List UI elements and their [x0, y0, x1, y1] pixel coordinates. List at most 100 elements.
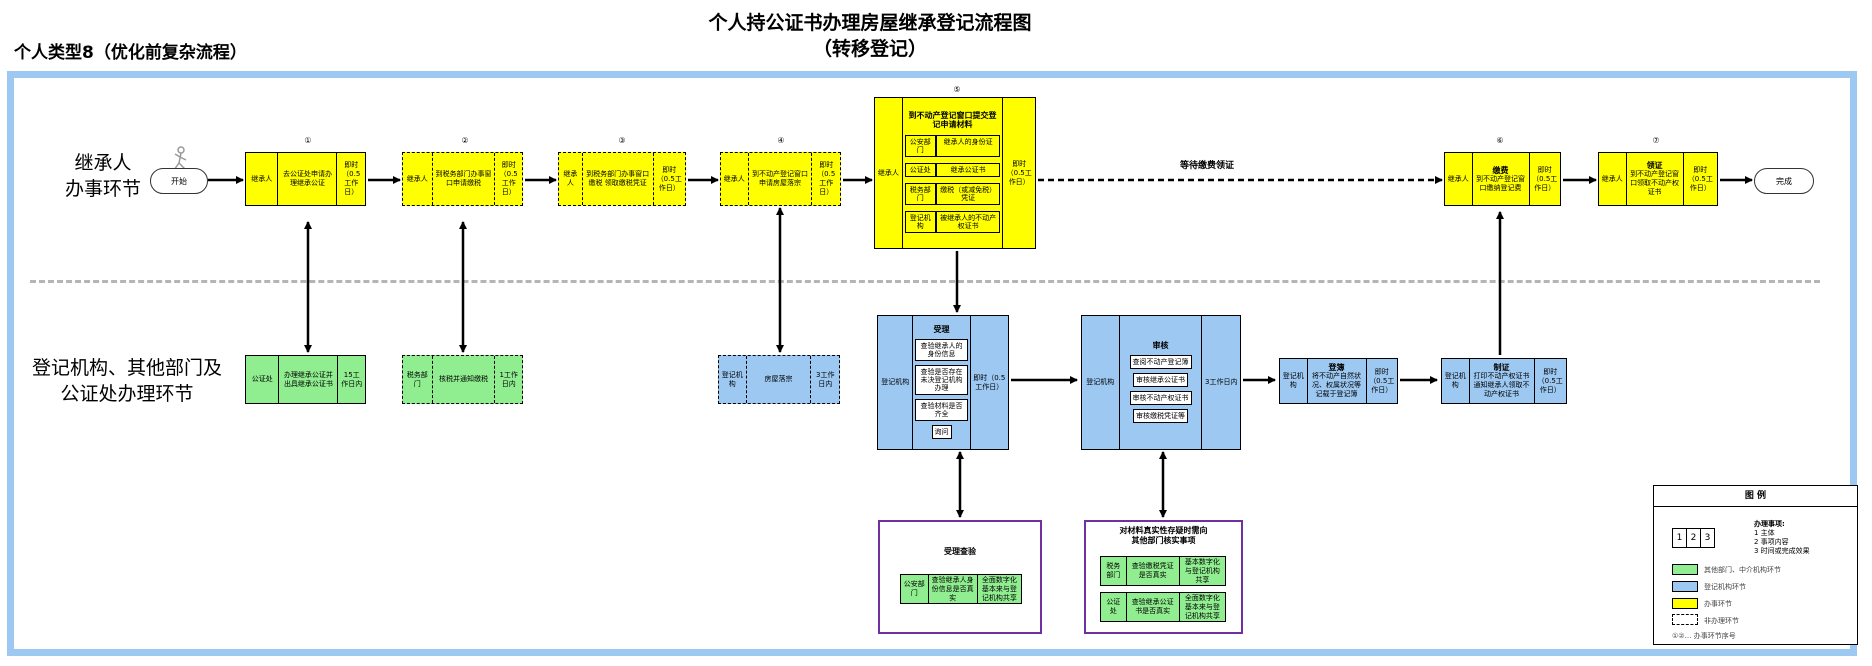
certificate-issue-time: 即时（0.5工作日）: [1537, 367, 1563, 394]
certificate-issue-box: 登记机构 制证 打印不动产权证书通知继承人领取不动产权证书 即时（0.5工作日）: [1441, 358, 1567, 404]
registry-listing-time: 3工作日内: [816, 370, 835, 388]
notary-office-box: 公证处 办理继承公证并出具继承公证书 15工作日内: [245, 355, 366, 404]
lane-label-applicant: 继承人 办事环节: [28, 150, 178, 202]
step-4-task: 到不动产登记窗口申请房屋落宗: [749, 153, 813, 205]
registry-listing-task: 房屋落宗: [747, 356, 812, 403]
legend-sample-1: 1: [1673, 529, 1687, 547]
acceptance-title: 受理: [933, 324, 950, 334]
registration-body: 登簿 将不动产自然状况、权属状况等记载于登记簿: [1308, 359, 1367, 403]
step-number-3: ③: [618, 136, 626, 145]
step-5-time: 即时（0.5工作日）: [1006, 159, 1032, 186]
step-number-7: ⑦: [1652, 136, 1660, 145]
registry-listing-actor: 登记机构: [719, 356, 747, 403]
step-5-materials: 到不动产登记窗口提交登记申请材料 公安部门继承人的身份证 公证处继承公证书 税务…: [903, 98, 1004, 248]
legend-numbered-label: ①②… 办事环节序号: [1672, 632, 1736, 640]
registration-box: 登记机构 登簿 将不动产自然状况、权属状况等记载于登记簿 即时（0.5工作日）: [1279, 358, 1398, 404]
legend-green-swatch: [1672, 564, 1698, 575]
verification-row: 公安部门 查验继承人身份信息是否真实 全面数字化基本来与登记机构共享: [900, 574, 1022, 604]
person-icon: [173, 146, 187, 171]
step-7-actor: 继承人: [1599, 153, 1627, 205]
legend-notes: 办理事项: 1 主体 2 事项内容 3 时间或完成效果: [1754, 520, 1810, 556]
acceptance-time: 即时（0.5工作日）: [973, 373, 1006, 391]
acceptance-item-3: 查验材料是否齐全: [915, 398, 968, 421]
notary-actor: 公证处: [246, 356, 280, 403]
authenticity-check-title-line1: 对材料真实性存疑时需向: [1119, 526, 1208, 535]
lane-divider: [30, 280, 1820, 283]
step-5-row-2: 公证处继承公证书: [904, 162, 1001, 177]
step-4-property-listing: 继承人 到不动产登记窗口申请房屋落宗 即时（0.5工作日）: [720, 152, 841, 206]
certificate-issue-actor: 登记机构: [1442, 359, 1470, 403]
step-6-title: 缴费: [1492, 165, 1509, 175]
legend-yellow-swatch: [1672, 598, 1698, 609]
legend-blue-swatch: [1672, 581, 1698, 592]
title-line-1: 个人持公证书办理房屋继承登记流程图: [708, 12, 1032, 34]
verification-task: 查验继承人身份信息是否真实: [929, 575, 978, 603]
end-terminal: 完成: [1754, 168, 1814, 194]
step-1-time: 即时（0.5工作日）: [342, 161, 361, 196]
step-3-actor: 继承人: [559, 153, 583, 205]
legend-title: 图 例: [1654, 486, 1857, 507]
step-3-time: 即时（0.5工作日）: [656, 165, 682, 192]
step-5-row-1: 公安部门继承人的身份证: [904, 134, 1001, 157]
authenticity-check-panel: 对材料真实性存疑时需向 其他部门核实事项 税务部门 查验缴税凭证是否真实 基本数…: [1084, 520, 1243, 634]
step-5-submit-materials: 继承人 到不动产登记窗口提交登记申请材料 公安部门继承人的身份证 公证处继承公证…: [874, 97, 1036, 249]
step-2-task: 到税务部门办事窗口申请缴税: [433, 153, 496, 205]
registration-actor: 登记机构: [1280, 359, 1308, 403]
step-7-time: 即时（0.5工作日）: [1687, 165, 1713, 192]
review-box: 登记机构 审核 查阅不动产登记簿 审核继承公证书 审核不动产权证书 审核缴税凭证…: [1081, 315, 1241, 450]
step-number-6: ⑥: [1496, 136, 1504, 145]
title-line-2: （转移登记）: [812, 38, 927, 60]
page-title: 个人持公证书办理房屋继承登记流程图 （转移登记）: [600, 10, 1140, 62]
acceptance-item-2: 查验是否存在未决登记机构办理: [915, 364, 968, 395]
authenticity-check-title-line2: 其他部门核实事项: [1131, 536, 1196, 545]
step-7-collect-certificate: 继承人 领证 到不动产登记窗口领取不动产权证书 即时（0.5工作日）: [1598, 152, 1718, 206]
tax-time: 1工作日内: [499, 370, 518, 388]
notary-time: 15工作日内: [341, 370, 363, 388]
tax-actor: 税务部门: [403, 356, 433, 403]
step-1-actor: 继承人: [246, 153, 279, 205]
registration-task: 将不动产自然状况、权属状况等记载于登记簿: [1312, 372, 1362, 398]
legend-sample-3: 3: [1704, 533, 1711, 543]
verification-source: 公安部门: [901, 575, 929, 603]
step-5-row-1-doc: 继承人的身份证: [935, 134, 1001, 157]
registration-title: 登簿: [1328, 363, 1345, 372]
certificate-issue-body: 制证 打印不动产权证书通知继承人领取不动产权证书: [1470, 359, 1535, 403]
check-row-1-sharing: 基本数字化与登记机构共享: [1184, 557, 1220, 584]
acceptance-box: 登记机构 受理 查验继承人的身份信息 查验是否存在未决登记机构办理 查验材料是否…: [877, 315, 1009, 450]
verification-panel: 受理查验 公安部门 查验继承人身份信息是否真实 全面数字化基本来与登记机构共享: [878, 520, 1042, 634]
review-item-4: 审核缴税凭证等: [1133, 408, 1188, 423]
step-number-4: ④: [777, 136, 785, 145]
review-time: 3工作日内: [1205, 378, 1238, 386]
legend-yellow-label: 办事环节: [1704, 600, 1732, 608]
step-5-row-3-source: 税务部门: [904, 182, 936, 205]
check-row-1-task: 查验缴税凭证是否真实: [1127, 557, 1180, 585]
authenticity-check-title: 对材料真实性存疑时需向 其他部门核实事项: [1086, 526, 1241, 546]
check-row-2-source: 公证处: [1101, 593, 1127, 621]
step-1-notarization: 继承人 去公证处申请办理继承公证 即时（0.5工作日）: [245, 152, 366, 206]
step-6-actor: 继承人: [1445, 153, 1473, 205]
review-item-3: 审核不动产权证书: [1129, 390, 1192, 405]
authenticity-check-row-1: 税务部门 查验缴税凭证是否真实 基本数字化与登记机构共享: [1100, 556, 1226, 586]
lane-label-agencies-line2: 公证处办理环节: [60, 383, 194, 405]
step-7-title: 领证: [1646, 161, 1663, 170]
step-5-row-4-doc: 被继承人的不动产权证书: [935, 210, 1001, 233]
legend-sample-2: 2: [1687, 529, 1701, 547]
step-number-5: ⑤: [953, 85, 961, 94]
legend-dashed-label: 非办理环节: [1704, 617, 1739, 625]
certificate-issue-task: 打印不动产权证书通知继承人领取不动产权证书: [1473, 372, 1530, 398]
step-5-row-2-source: 公证处: [904, 162, 936, 177]
verification-title: 受理查验: [944, 547, 976, 556]
review-title: 审核: [1152, 340, 1169, 350]
acceptance-item-4: 询问: [931, 424, 952, 439]
legend-note-3: 3 时间或完成效果: [1754, 547, 1810, 555]
legend: 图 例 1 2 3 办理事项: 1 主体 2 事项内容 3 时间或完成效果 其他…: [1653, 485, 1858, 645]
lane-label-agencies: 登记机构、其他部门及 公证处办理环节: [22, 355, 232, 407]
step-6-pay-fee: 继承人 缴费 到不动产登记窗口缴纳登记费 即时（0.5工作日）: [1444, 152, 1561, 206]
legend-dashed-swatch: [1672, 614, 1698, 625]
lane-label-agencies-line1: 登记机构、其他部门及: [31, 357, 222, 379]
step-3-tax-payment: 继承人 到税务部门办事窗口缴税 领取缴税凭证 即时（0.5工作日）: [558, 152, 686, 206]
lane-label-applicant-line2: 办事环节: [64, 178, 141, 200]
step-3-task: 到税务部门办事窗口缴税 领取缴税凭证: [583, 153, 654, 205]
review-item-1: 查阅不动产登记簿: [1129, 354, 1192, 369]
